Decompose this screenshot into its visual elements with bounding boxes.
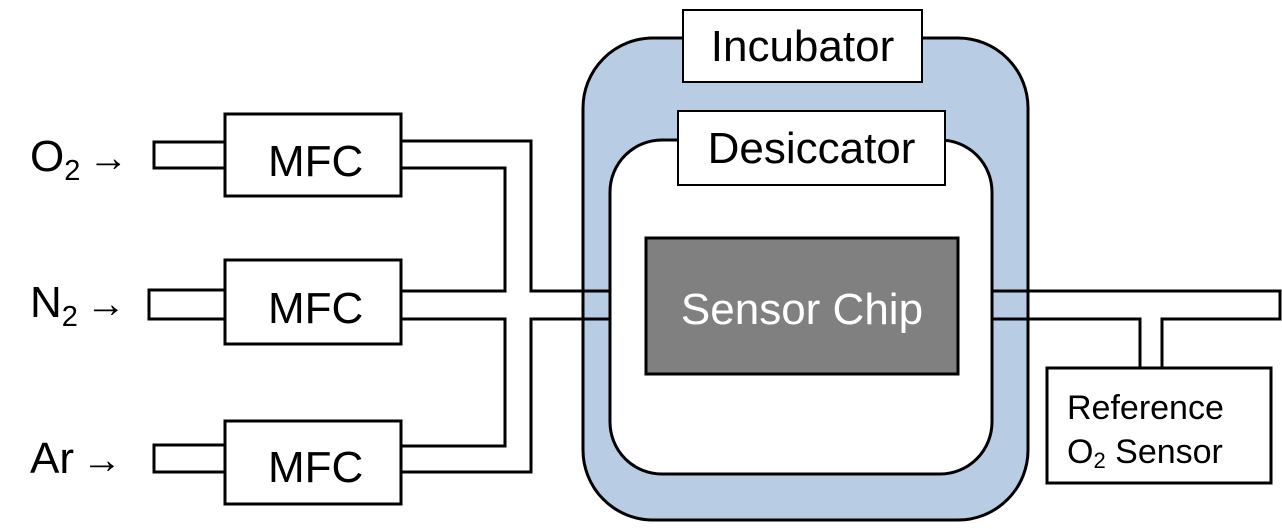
gas-name: O [30, 132, 65, 181]
sensor-chip-label: Sensor Chip [680, 285, 924, 334]
arrow-right-icon: → [88, 136, 129, 180]
gas-label-o2: O2→ [30, 132, 129, 186]
gas-name: Ar [30, 434, 74, 483]
sensor-chip [644, 236, 960, 376]
mfc-box-n2 [223, 258, 403, 346]
mfc-label-ar: MFC [268, 443, 364, 492]
reference-sensor-box [1045, 366, 1273, 485]
desiccator-label-box [677, 110, 946, 186]
reference-line-2: O2 Sensor [1067, 433, 1223, 473]
incubator-label-box [682, 9, 923, 83]
arrow-right-icon: → [82, 438, 122, 482]
input-pipes [147, 140, 225, 474]
gas-label-n2: N2→ [30, 278, 126, 332]
gas-subscript: 2 [61, 301, 78, 333]
reference-sensor-label: Reference O2 Sensor [1067, 386, 1224, 474]
incubator-label: Incubator [710, 22, 895, 71]
arrow-right-icon: → [85, 282, 126, 326]
mfc-label-o2: MFC [268, 137, 364, 186]
gas-label-ar: Ar→ [30, 437, 122, 481]
desiccator-label: Desiccator [707, 124, 916, 173]
mfc-box-o2 [223, 112, 403, 198]
gas-name: N [30, 278, 62, 327]
output-pipe [992, 289, 1282, 368]
reference-line-1: Reference [1067, 389, 1224, 427]
mfc-label-n2: MFC [268, 284, 364, 333]
manifold-pipes [401, 139, 610, 474]
mfc-box-ar [223, 419, 403, 506]
gas-subscript: 2 [64, 155, 81, 187]
